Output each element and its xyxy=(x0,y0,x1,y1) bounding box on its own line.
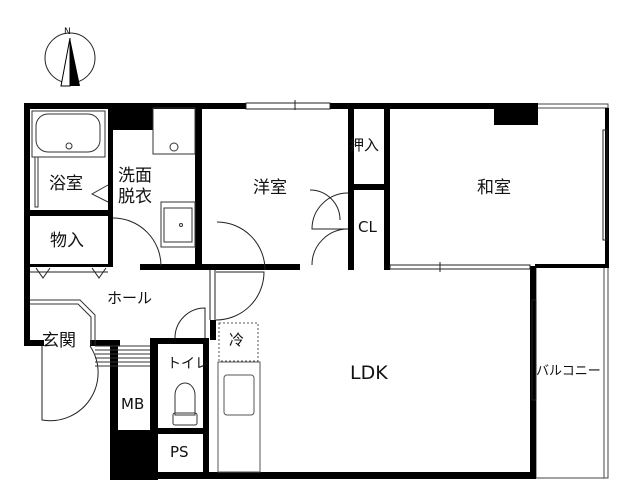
room-label-balcony: バルコニー xyxy=(536,364,601,379)
room-label-oshiire: 押入 xyxy=(349,136,380,154)
room-label-entrance: 玄関 xyxy=(42,331,76,351)
washing-machine-icon xyxy=(152,107,196,155)
room-label-bath: 浴室 xyxy=(49,174,83,194)
room-label-washroom-2: 脱衣 xyxy=(118,187,152,207)
washbasin-icon xyxy=(160,201,196,248)
walls xyxy=(24,103,609,480)
room-label-storage: 物入 xyxy=(50,231,84,251)
compass-north-label: N xyxy=(64,27,71,37)
doors xyxy=(30,189,349,422)
toilet-icon xyxy=(172,382,198,426)
north-compass-icon xyxy=(44,32,96,87)
room-label-western: 洋室 xyxy=(253,178,287,198)
room-label-washroom-1: 洗面 xyxy=(118,166,152,186)
room-label-ps: PS xyxy=(170,443,189,461)
room-label-toilet: トイレ xyxy=(167,356,209,372)
bathtub-icon xyxy=(31,110,109,208)
room-label-japanese: 和室 xyxy=(477,178,511,198)
balcony-outline xyxy=(389,103,609,479)
room-label-mb: MB xyxy=(121,395,145,413)
kitchen-counter xyxy=(217,322,261,473)
windows xyxy=(209,100,608,401)
room-label-cl: CL xyxy=(358,218,377,236)
entrance-step xyxy=(30,299,150,367)
room-label-hall: ホール xyxy=(107,289,153,307)
room-label-ldk: LDK xyxy=(350,362,388,384)
room-label-fridge: 冷 xyxy=(229,331,245,349)
